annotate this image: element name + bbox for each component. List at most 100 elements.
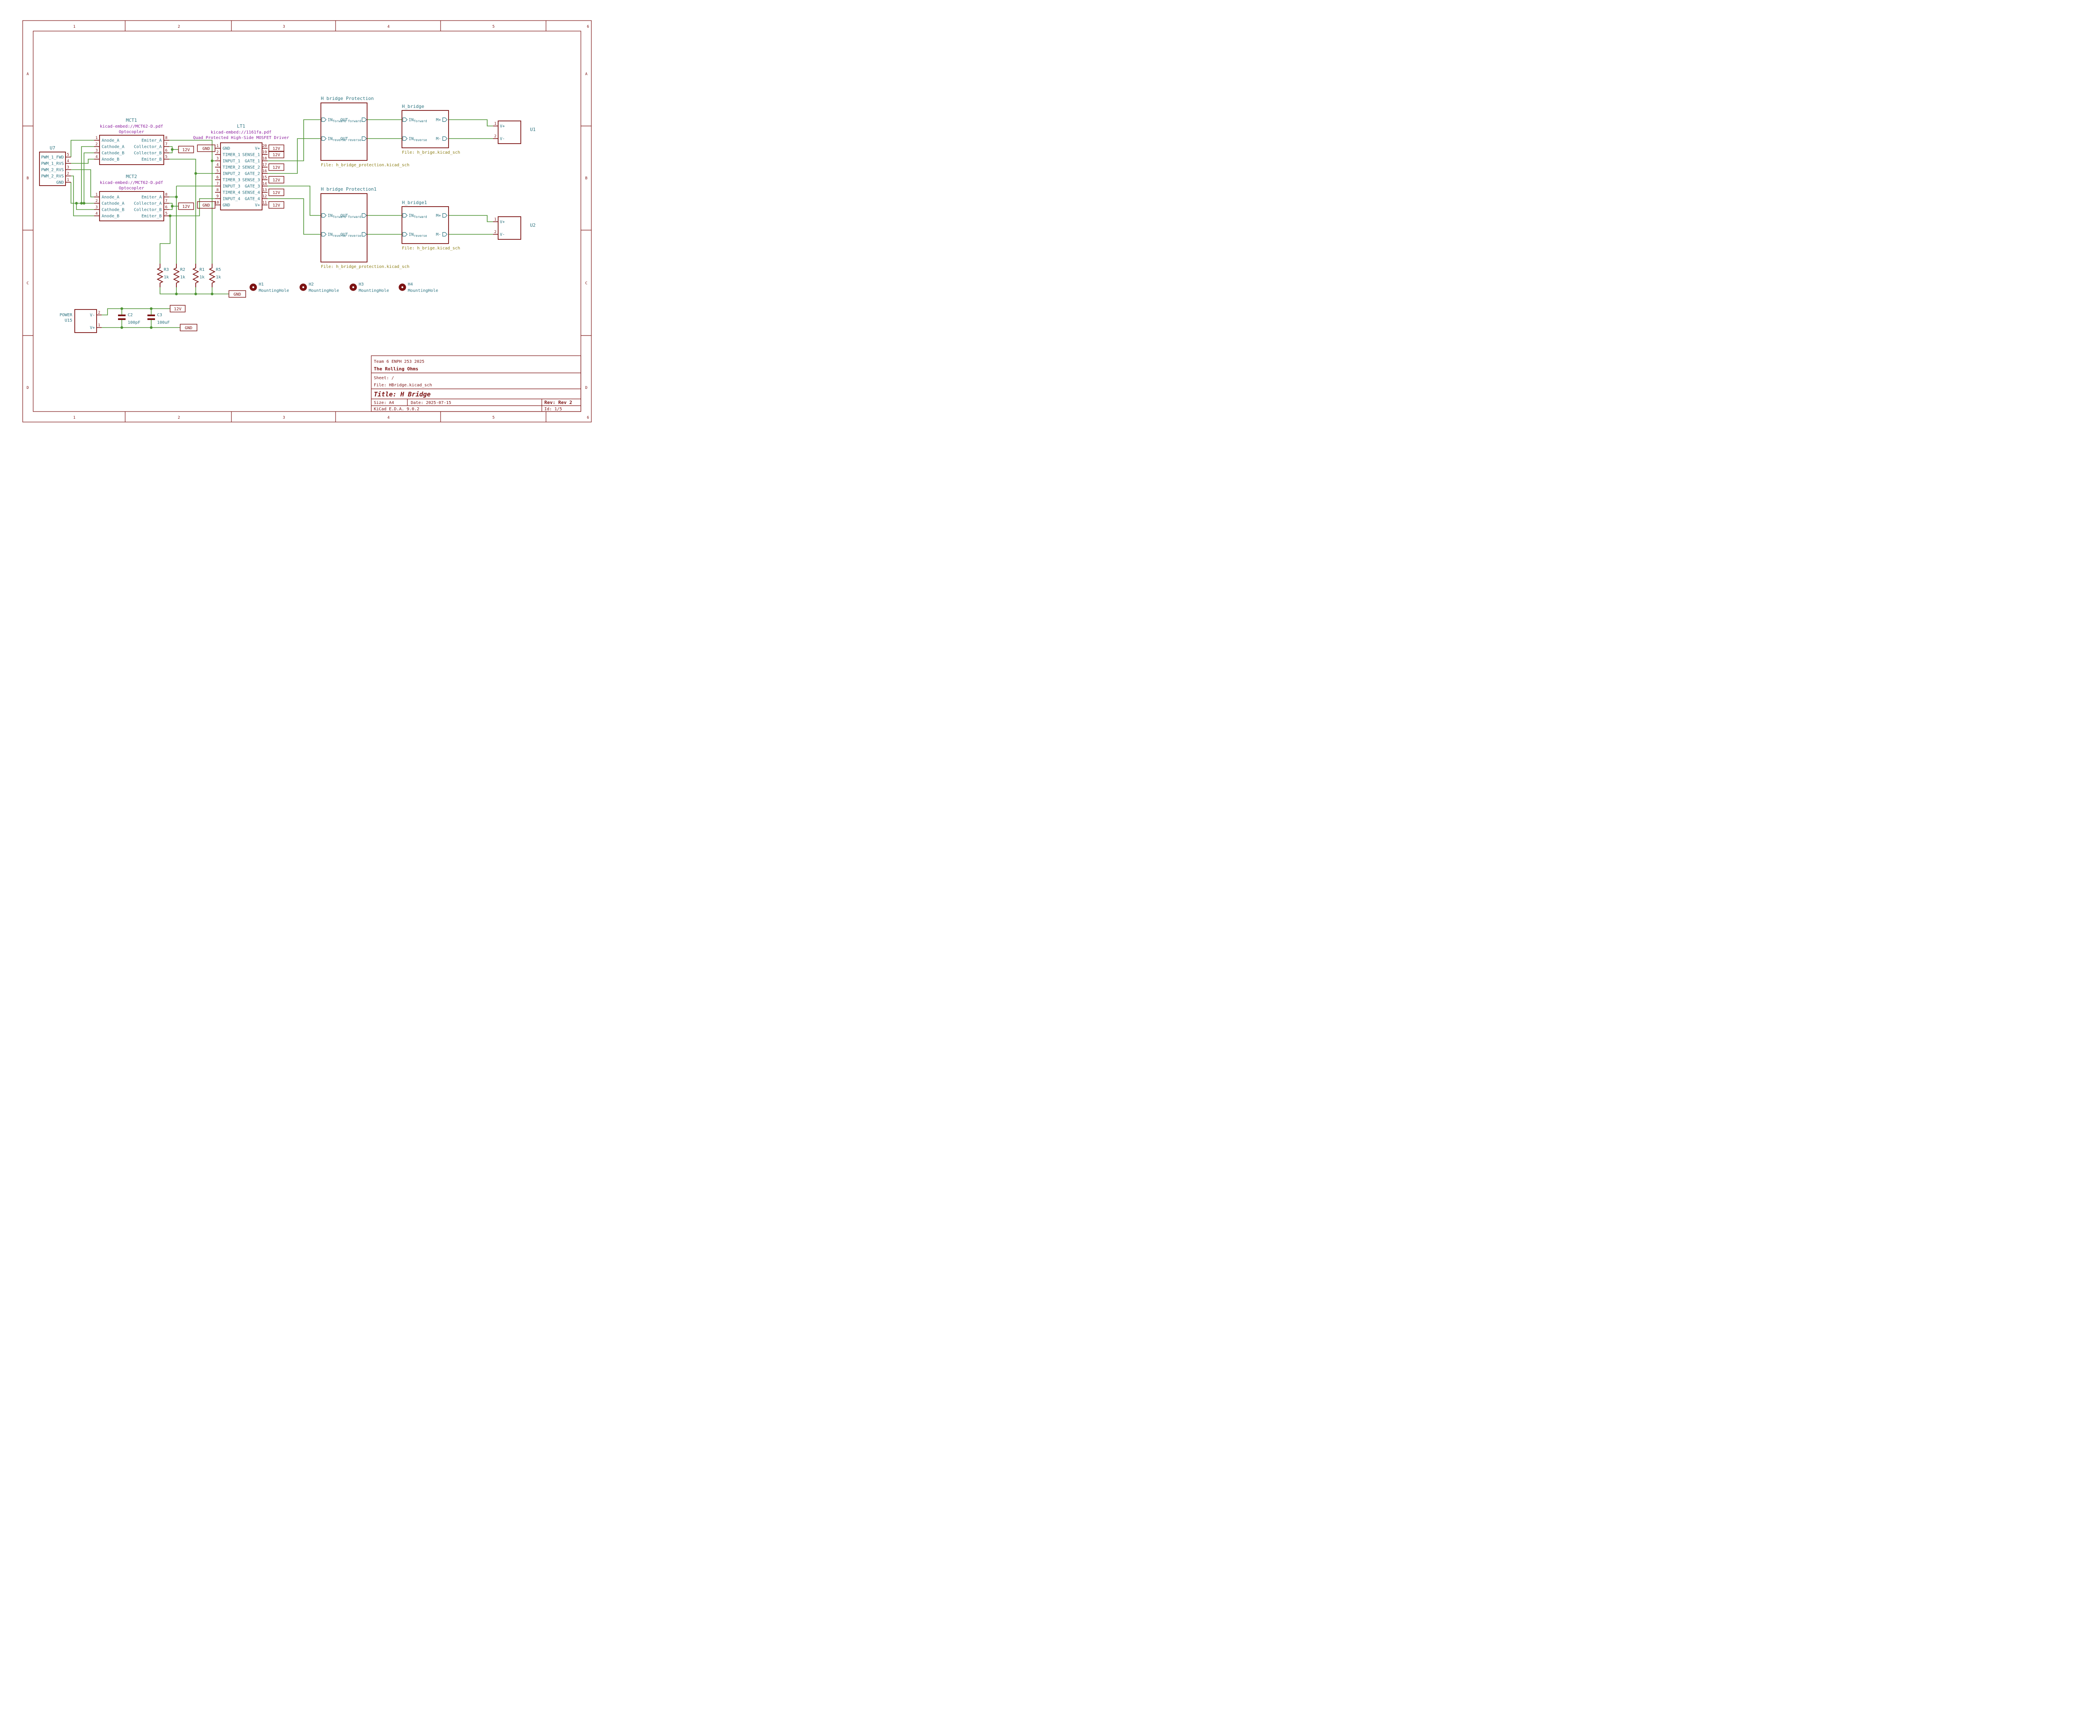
sheet-block-h-bridge[interactable]: H_bridge File: h_brige.kicad_sch INforwa… xyxy=(402,104,460,155)
pin-number: 11 xyxy=(262,201,267,205)
pin-number: 6 xyxy=(216,176,218,180)
component-u15-power[interactable]: POWER U15 2 1 V- V+ xyxy=(60,309,102,333)
pin-number: 16 xyxy=(262,169,267,173)
component-ref: U7 xyxy=(50,145,55,151)
wire xyxy=(84,152,94,203)
global-labels[interactable]: 12V 12V GND GND 12V 12V 12V 12V 12V 12V … xyxy=(170,144,284,331)
component-value: MountingHole xyxy=(408,288,438,293)
mounting-hole-h3[interactable]: H3 MountingHole xyxy=(349,282,389,293)
capacitor-c2[interactable]: C2 100pF xyxy=(118,313,140,325)
pin-number: 6 xyxy=(165,149,167,153)
component-mct2[interactable]: MCT2 kicad-embed://MCT62-D.pdf Optocople… xyxy=(94,174,169,221)
sheet-pin-name: INforward xyxy=(328,118,346,123)
resistor-r1[interactable]: R1 1k xyxy=(192,264,205,287)
pin-name: TIMER_3 xyxy=(223,178,240,183)
global-label-12v: 12V xyxy=(273,147,280,151)
resistor-r2[interactable]: R2 1k xyxy=(173,264,185,287)
global-label-12v: 12V xyxy=(273,178,280,183)
global-label-gnd: GND xyxy=(234,292,241,297)
component-ref: C3 xyxy=(157,313,162,317)
titleblock-title: Title: H Bridge xyxy=(374,391,430,398)
pin-number: 12 xyxy=(262,194,267,199)
junction-dot xyxy=(75,202,78,205)
pin-number: 13 xyxy=(262,188,267,192)
pin-number: 7 xyxy=(165,142,167,147)
mounting-hole-h2[interactable]: H2 MountingHole xyxy=(299,282,339,293)
pin-number: 20 xyxy=(262,144,267,148)
component-u7[interactable]: U7 5 4 3 2 1 PWM_1_FWD PWM_1_RVS PWM_2_R… xyxy=(39,145,71,186)
component-lt1[interactable]: LT1 kicad-embed://1161fa.pdf Quad Protec… xyxy=(193,123,289,210)
pin-number: 2 xyxy=(95,199,97,203)
global-label-12v: 12V xyxy=(182,205,190,209)
wire xyxy=(268,198,321,235)
component-ref: U2 xyxy=(530,223,536,228)
component-mct1[interactable]: MCT1 kicad-embed://MCT62-D.pdf Optocople… xyxy=(94,118,169,165)
wire xyxy=(71,159,94,164)
component-value: 1k xyxy=(200,275,205,280)
junction-dot xyxy=(171,205,174,208)
pin-number: 4 xyxy=(95,212,97,216)
sheet-pin-name: INforward xyxy=(409,118,427,123)
sheet-pin-name: M+ xyxy=(436,214,441,218)
wire xyxy=(71,176,94,216)
resistor-r3[interactable]: R3 1k xyxy=(156,264,169,287)
global-label-gnd: GND xyxy=(202,147,210,151)
component-value: MountingHole xyxy=(259,288,289,293)
component-ref: H1 xyxy=(259,282,264,287)
pin-number: 3 xyxy=(95,149,97,153)
sheet-title: H bridge Protection1 xyxy=(321,186,376,192)
sheet-pin-name: M+ xyxy=(436,118,441,123)
sheet-block-h-bridge1[interactable]: H_bridge1 File: h_brige.kicad_sch INforw… xyxy=(402,200,460,251)
pin-number: 1 xyxy=(95,193,97,197)
junction-dot xyxy=(120,326,123,329)
titleblock-size: Size: A4 xyxy=(374,401,394,405)
frame-col-label: 1 xyxy=(73,416,75,420)
component-value: 1k xyxy=(216,275,221,280)
mounting-hole-h4[interactable]: H4 MountingHole xyxy=(399,282,438,293)
junction-dot xyxy=(150,307,153,310)
pin-number: 14 xyxy=(262,182,267,186)
wire xyxy=(76,203,94,210)
component-name: POWER xyxy=(60,313,73,317)
pin-name: SENSE_2 xyxy=(242,165,260,170)
pin-name: SENSE_3 xyxy=(242,178,260,183)
pin-name: V- xyxy=(90,313,95,318)
junction-dot xyxy=(171,148,174,151)
pin-name: Anode_B xyxy=(102,157,119,162)
sheet-pin-name: INreverse xyxy=(409,233,427,238)
component-ref: R1 xyxy=(200,267,205,272)
pin-number: 8 xyxy=(165,136,167,140)
component-ref: H4 xyxy=(408,282,413,287)
junction-dot xyxy=(210,159,214,163)
global-label-12v: 12V xyxy=(273,203,280,208)
titleblock-sheet: Sheet: / xyxy=(374,376,394,380)
resistor-r5[interactable]: R5 1k xyxy=(208,264,221,287)
sheet-pin-name: INforward xyxy=(409,214,427,219)
pin-number: 3 xyxy=(67,165,69,170)
component-ref: LT1 xyxy=(237,123,245,129)
titleblock-company: The Rolling Ohms xyxy=(374,366,418,372)
component-u2[interactable]: U2 1 2 V+ V- xyxy=(493,216,536,240)
frame-row-label: D xyxy=(26,386,29,390)
junction-dot xyxy=(175,195,178,199)
sheet-block-h-bridge-protection[interactable]: H bridge Protection File: h_bridge_prote… xyxy=(320,96,410,168)
frame-col-label: 1 xyxy=(73,25,75,29)
mounting-hole-h1[interactable]: H1 MountingHole xyxy=(249,282,289,293)
component-value: 100pF xyxy=(128,320,140,325)
pin-name: V- xyxy=(500,137,505,142)
wire xyxy=(449,215,493,222)
component-u1[interactable]: U1 1 2 V+ V- xyxy=(493,121,536,144)
sheet-block-h-bridge-protection1[interactable]: H bridge Protection1 File: h_bridge_prot… xyxy=(320,186,410,269)
sheet-pin-name: OUTreverse xyxy=(340,233,361,238)
component-value: 1k xyxy=(180,275,185,280)
component-value: 1k xyxy=(164,275,169,280)
frame-row-label: C xyxy=(585,281,587,286)
wire xyxy=(449,119,493,126)
pin-number: 15 xyxy=(262,176,267,180)
wire xyxy=(81,146,94,203)
capacitor-c3[interactable]: C3 100uF xyxy=(147,313,170,325)
pin-number: 5 xyxy=(165,155,167,159)
pin-number: 7 xyxy=(165,199,167,203)
sheet-pin-name: INreverse xyxy=(328,137,346,142)
frame-col-label: 4 xyxy=(387,416,389,420)
